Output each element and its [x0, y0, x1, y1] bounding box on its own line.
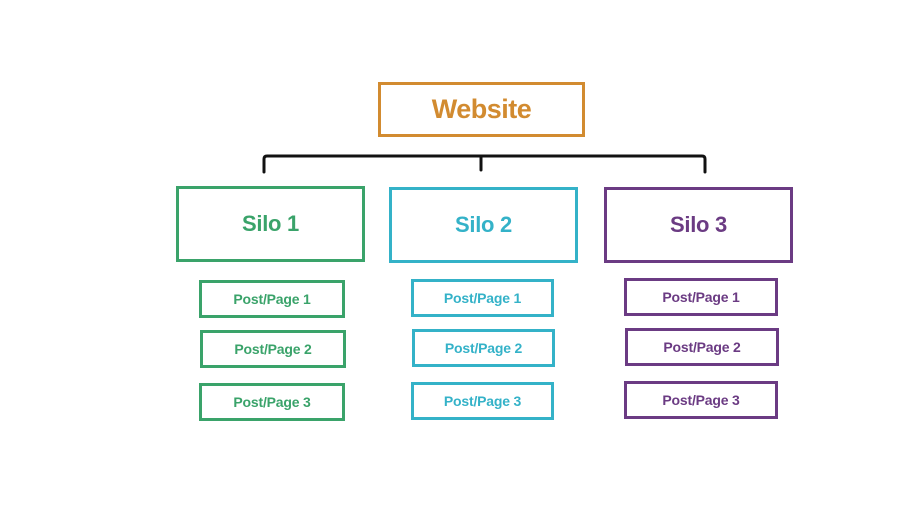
silo-2-label: Silo 2	[455, 212, 512, 237]
silo-3-page-3: Post/Page 3	[624, 381, 778, 419]
silo-1-page-2: Post/Page 2	[200, 330, 346, 368]
silo-3-label: Silo 3	[670, 212, 727, 237]
silo-3-page-3-label: Post/Page 3	[662, 392, 740, 408]
website-label: Website	[431, 94, 532, 124]
silo-1-page-1-label: Post/Page 1	[233, 291, 311, 307]
silo-2-page-2: Post/Page 2	[412, 329, 555, 367]
silo-3-page-2: Post/Page 2	[625, 328, 779, 366]
silo-3-page-2-label: Post/Page 2	[663, 339, 741, 355]
silo-1-page-2-label: Post/Page 2	[234, 341, 312, 357]
silo-1-page-3-label: Post/Page 3	[233, 394, 311, 410]
silo-1-label: Silo 1	[242, 211, 299, 236]
silo-1-node: Silo 1	[176, 186, 365, 262]
silo-2-page-3-label: Post/Page 3	[443, 393, 522, 409]
website-node: Website	[378, 82, 585, 137]
silo-2-page-1: Post/Page 1	[411, 279, 554, 317]
silo-2-page-1-label: Post/Page 1	[443, 290, 522, 306]
silo-2-page-2-label: Post/Page 2	[444, 340, 523, 356]
silo-1-page-1: Post/Page 1	[199, 280, 345, 318]
silo-1-page-3: Post/Page 3	[199, 383, 345, 421]
silo-2-node: Silo 2	[389, 187, 578, 263]
silo-3-page-1: Post/Page 1	[624, 278, 778, 316]
silo-2-page-3: Post/Page 3	[411, 382, 554, 420]
connector-bracket	[262, 154, 707, 174]
silo-3-node: Silo 3	[604, 187, 793, 263]
silo-3-page-1-label: Post/Page 1	[662, 289, 740, 305]
